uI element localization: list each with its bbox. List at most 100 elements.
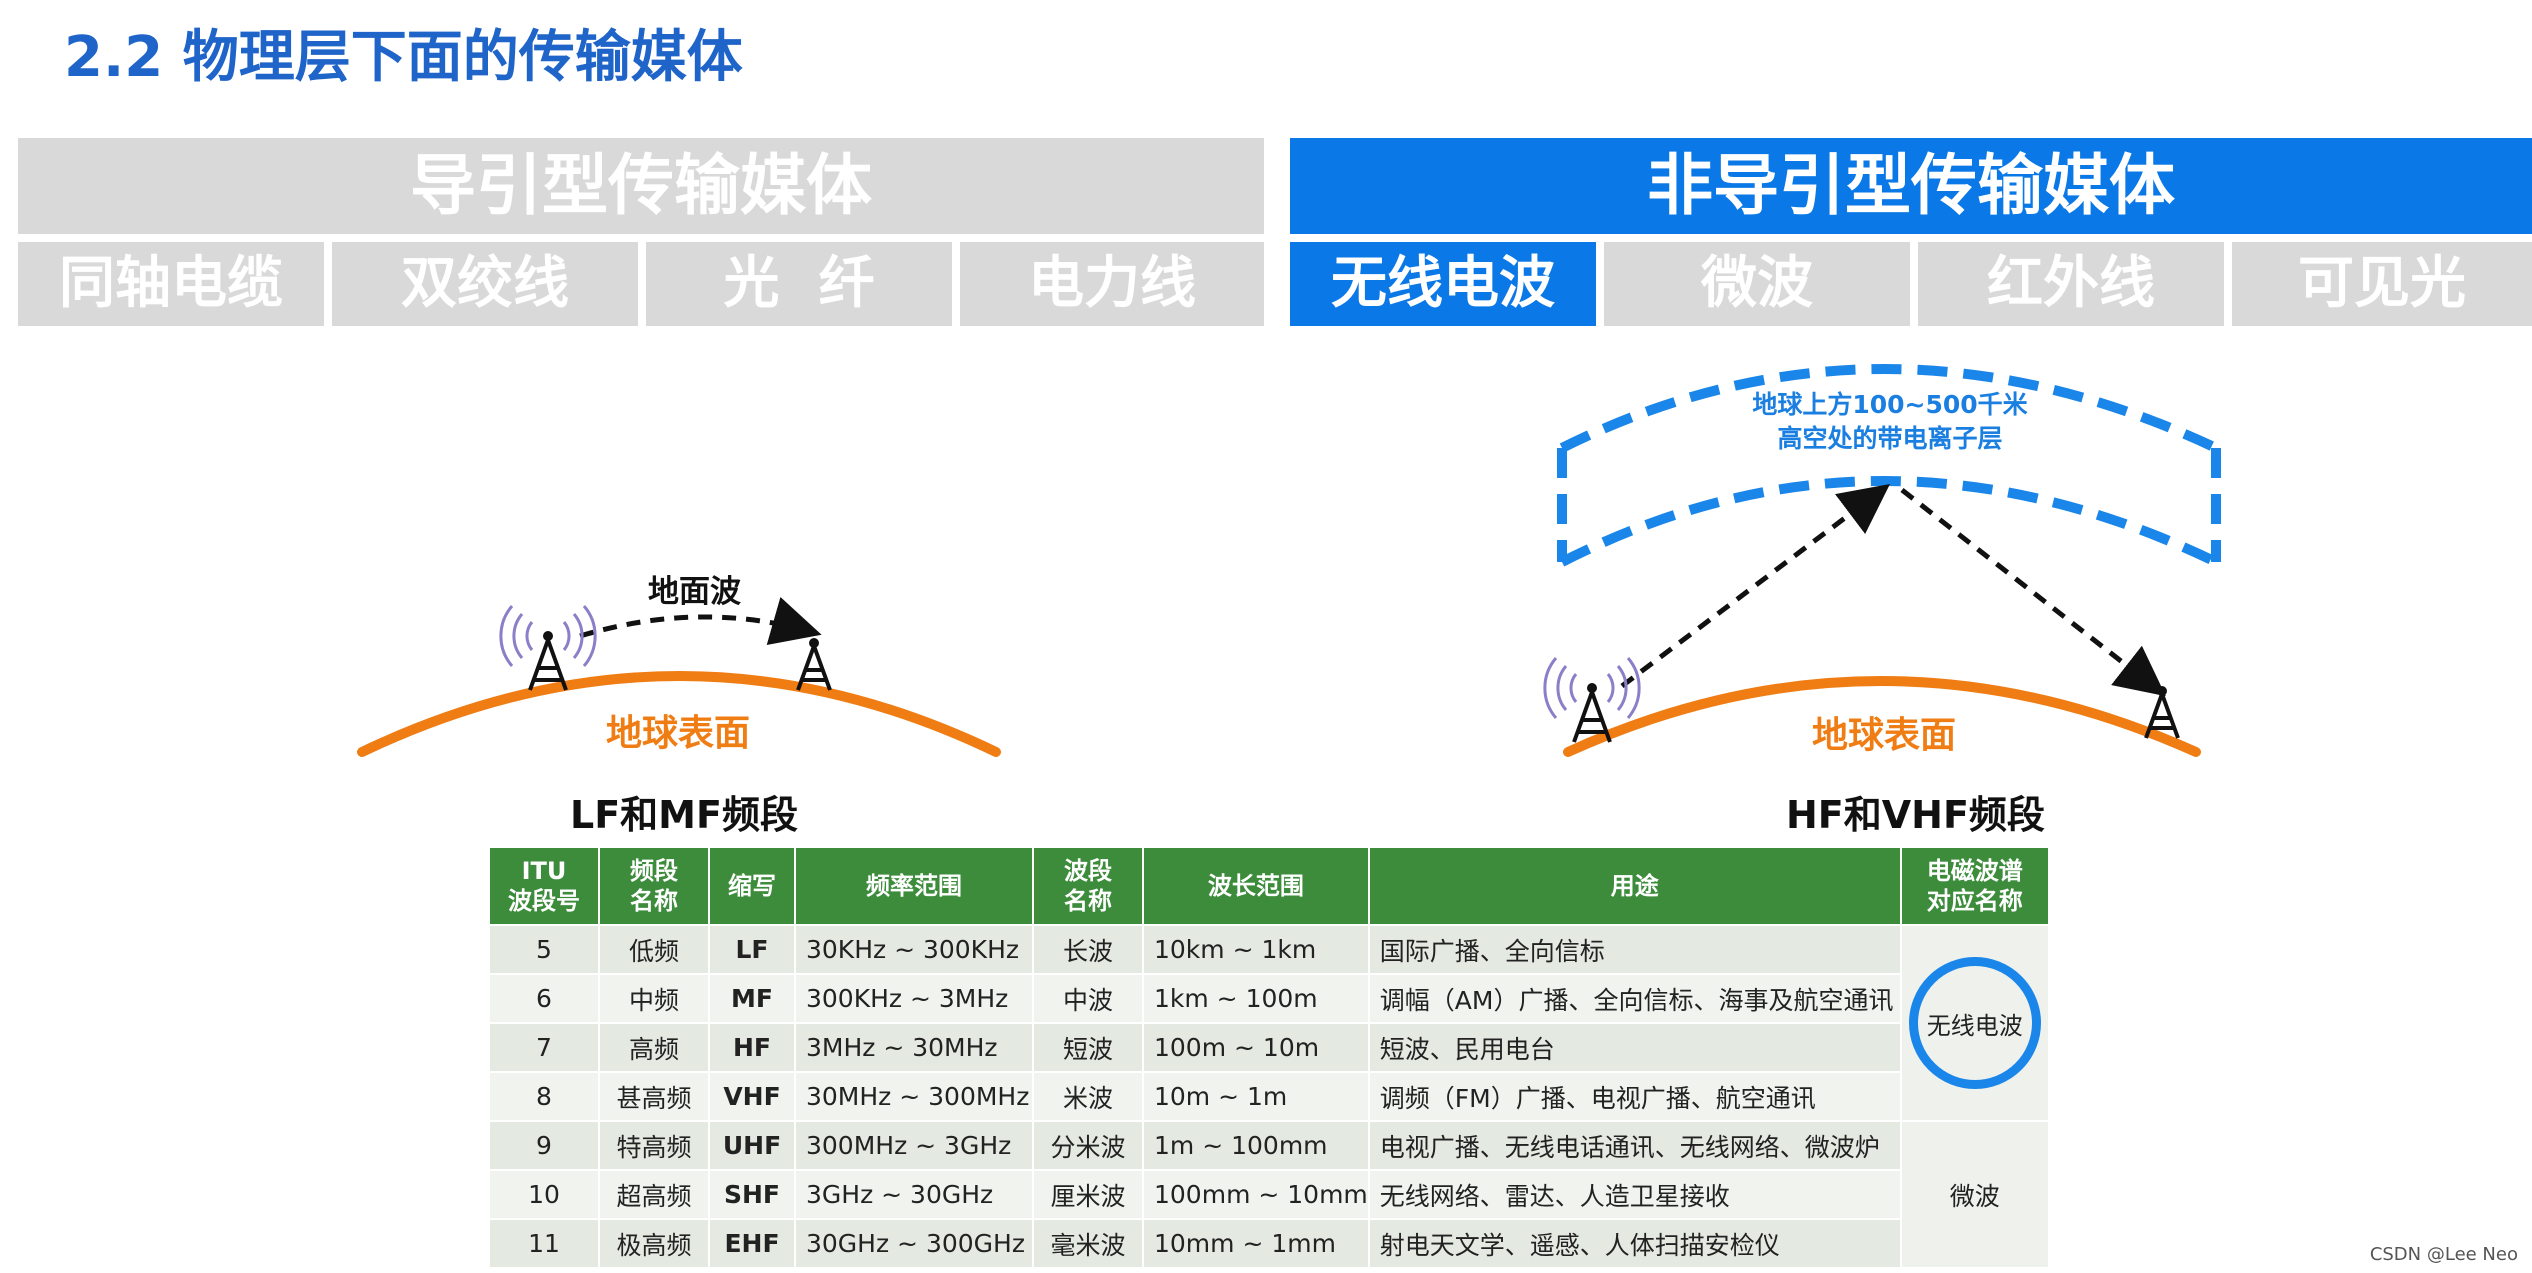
cell-usage: 无线网络、雷达、人造卫星接收 (1367, 1169, 1902, 1220)
cell-usage: 调频（FM）广播、电视广播、航空通讯 (1367, 1071, 1902, 1122)
cell-itu: 11 (488, 1218, 600, 1269)
col-usage: 用途 (1367, 846, 1902, 926)
cell-band-name: 超高频 (598, 1169, 710, 1220)
ionosphere-label-line2: 高空处的带电离子层 (1777, 424, 2003, 453)
cell-wavelength: 10mm ~ 1mm (1142, 1218, 1370, 1269)
cell-wavelength: 10km ~ 1km (1142, 924, 1370, 975)
cell-abbr: SHF (708, 1169, 796, 1220)
cell-abbr: MF (708, 973, 796, 1024)
cell-usage: 短波、民用电台 (1367, 1022, 1902, 1073)
cell-itu: 5 (488, 924, 600, 975)
cell-itu: 10 (488, 1169, 600, 1220)
cell-wave-name: 厘米波 (1032, 1169, 1144, 1220)
cell-spectrum-radio: 无线电波 (1899, 924, 2050, 1122)
hf-vhf-caption: HF和VHF频段 (1786, 793, 2045, 837)
earth-surface-curve-left (357, 671, 1001, 757)
cell-itu: 9 (488, 1120, 600, 1171)
page-title: 2.2 物理层下面的传输媒体 (64, 25, 743, 90)
cell-wave-name: 中波 (1032, 973, 1144, 1024)
ground-wave-label: 地面波 (648, 574, 741, 610)
cell-itu: 6 (488, 973, 600, 1024)
table-row: 5 低频 LF 30KHz ~ 300KHz 长波 10km ~ 1km 国际广… (488, 924, 2050, 1122)
cell-wave-name: 分米波 (1032, 1120, 1144, 1171)
col-wavelength-range: 波长范围 (1142, 846, 1370, 926)
cell-band-name: 甚高频 (598, 1071, 710, 1122)
table-row: 9 特高频 UHF 300MHz ~ 3GHz 分米波 1m ~ 100mm 电… (488, 1120, 2050, 1269)
col-spectrum-name: 电磁波谱 对应名称 (1899, 846, 2050, 926)
cell-frequency: 300KHz ~ 3MHz (794, 973, 1034, 1024)
cell-wavelength: 10m ~ 1m (1142, 1071, 1370, 1122)
tab-visible-light[interactable]: 可见光 (2232, 242, 2532, 326)
tab-infrared[interactable]: 红外线 (1918, 242, 2224, 326)
cell-wave-name: 米波 (1032, 1071, 1144, 1122)
ionosphere-bottom (1559, 476, 2219, 567)
col-frequency-range: 频率范围 (794, 846, 1034, 926)
tab-twisted-pair[interactable]: 双绞线 (332, 242, 638, 326)
cell-itu: 7 (488, 1022, 600, 1073)
tab-radio-wave[interactable]: 无线电波 (1290, 242, 1596, 326)
cell-frequency: 30MHz ~ 300MHz (794, 1071, 1034, 1122)
cell-band-name: 低频 (598, 924, 710, 975)
earth-surface-curve-right (1563, 676, 2201, 757)
cell-wavelength: 1km ~ 100m (1142, 973, 1370, 1024)
tab-coaxial-cable[interactable]: 同轴电缆 (18, 242, 324, 326)
ionosphere-label-line1: 地球上方100~500千米 (1752, 390, 2028, 419)
col-abbreviation: 缩写 (708, 846, 796, 926)
cell-wave-name: 长波 (1032, 924, 1144, 975)
cell-band-name: 极高频 (598, 1218, 710, 1269)
col-band-name: 频段 名称 (598, 846, 710, 926)
earth-surface-label-right: 地球表面 (1812, 715, 1957, 756)
ionosphere-top (1559, 364, 2219, 453)
radio-wave-highlight-ring: 无线电波 (1908, 957, 2041, 1089)
table-row: 10 超高频 SHF 3GHz ~ 30GHz 厘米波 100mm ~ 10mm… (488, 1169, 2049, 1220)
sky-wave-up-arrow (1620, 483, 1890, 688)
cell-abbr: UHF (708, 1120, 796, 1171)
tab-power-line[interactable]: 电力线 (960, 242, 1264, 326)
frequency-band-table: ITU 波段号 频段 名称 缩写 频率范围 波段 名称 波长范围 用途 电磁波谱… (488, 846, 2050, 1269)
col-wave-name: 波段 名称 (1032, 846, 1144, 926)
cell-frequency: 30KHz ~ 300KHz (794, 924, 1034, 975)
earth-surface-label-left: 地球表面 (606, 713, 751, 754)
guided-media-header[interactable]: 导引型传输媒体 (18, 138, 1264, 234)
cell-usage: 射电天文学、遥感、人体扫描安检仪 (1367, 1218, 1902, 1269)
cell-spectrum-microwave: 微波 (1899, 1120, 2050, 1269)
cell-frequency: 30GHz ~ 300GHz (794, 1218, 1034, 1269)
spectrum-radio-label: 无线电波 (1926, 1011, 2023, 1040)
tab-optical-fiber[interactable]: 光 纤 (646, 242, 952, 326)
cell-frequency: 3GHz ~ 30GHz (794, 1169, 1034, 1220)
cell-band-name: 特高频 (598, 1120, 710, 1171)
cell-wavelength: 100m ~ 10m (1142, 1022, 1370, 1073)
tab-microwave[interactable]: 微波 (1604, 242, 1910, 326)
cell-abbr: VHF (708, 1071, 796, 1122)
antenna-tower-icon (499, 605, 597, 691)
col-itu-band: ITU 波段号 (488, 846, 600, 926)
cell-frequency: 300MHz ~ 3GHz (794, 1120, 1034, 1171)
sky-wave-down-arrow (1900, 488, 2166, 697)
watermark: CSDN @Lee Neo (2369, 1244, 2518, 1265)
cell-usage: 电视广播、无线电话通讯、无线网络、微波炉 (1367, 1120, 1902, 1171)
table-row: 8 甚高频 VHF 30MHz ~ 300MHz 米波 10m ~ 1m 调频（… (488, 1071, 2049, 1122)
table-row: 11 极高频 EHF 30GHz ~ 300GHz 毫米波 10mm ~ 1mm… (488, 1218, 2049, 1269)
antenna-tower-icon (1543, 657, 1641, 743)
table-row: 7 高频 HF 3MHz ~ 30MHz 短波 100m ~ 10m 短波、民用… (488, 1022, 2049, 1073)
cell-frequency: 3MHz ~ 30MHz (794, 1022, 1034, 1073)
receiver-tower-icon (796, 638, 832, 691)
cell-itu: 8 (488, 1071, 600, 1122)
cell-band-name: 高频 (598, 1022, 710, 1073)
table-row: 6 中频 MF 300KHz ~ 3MHz 中波 1km ~ 100m 调幅（A… (488, 973, 2049, 1024)
ionosphere-label: 地球上方100~500千米 高空处的带电离子层 (1720, 388, 2060, 456)
cell-band-name: 中频 (598, 973, 710, 1024)
ground-wave-arrow (579, 596, 822, 646)
cell-abbr: EHF (708, 1218, 796, 1269)
cell-usage: 调幅（AM）广播、全向信标、海事及航空通讯 (1367, 973, 1902, 1024)
table-header-row: ITU 波段号 频段 名称 缩写 频率范围 波段 名称 波长范围 用途 电磁波谱… (488, 846, 2050, 926)
cell-usage: 国际广播、全向信标 (1367, 924, 1902, 975)
cell-wave-name: 毫米波 (1032, 1218, 1144, 1269)
cell-wavelength: 100mm ~ 10mm (1142, 1169, 1370, 1220)
ground-wave-diagram (357, 596, 1001, 757)
lf-mf-caption: LF和MF频段 (570, 793, 798, 837)
cell-abbr: HF (708, 1022, 796, 1073)
cell-wave-name: 短波 (1032, 1022, 1144, 1073)
unguided-media-header[interactable]: 非导引型传输媒体 (1290, 138, 2532, 234)
